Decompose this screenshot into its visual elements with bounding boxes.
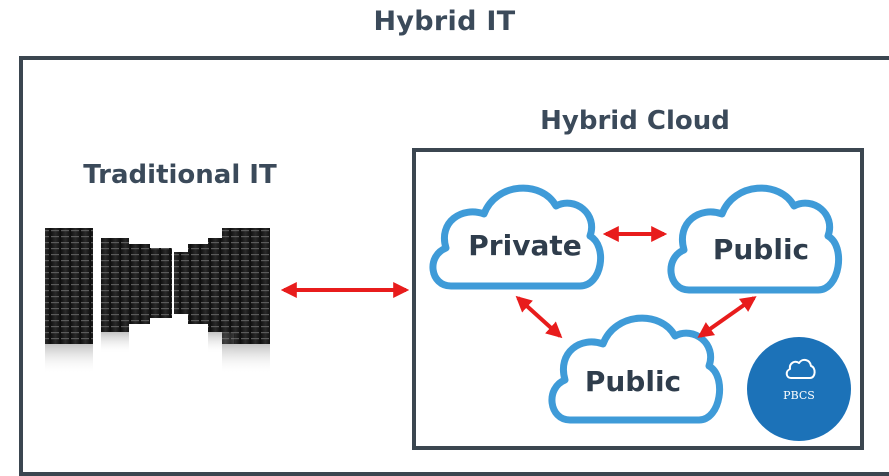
traditional-it-heading: Traditional IT xyxy=(83,160,277,190)
arrow-private-to-public-bottom xyxy=(515,295,563,339)
cloud-private-shape xyxy=(429,184,605,290)
cloud-private-label: Private xyxy=(468,229,582,262)
server-racks-icon xyxy=(45,228,270,374)
cloud-public-bottom-label: Public xyxy=(584,365,682,398)
cloud-public-top-label: Public xyxy=(712,233,810,266)
hybrid-cloud-frame xyxy=(412,148,864,450)
cloud-public-top-shape xyxy=(667,184,843,294)
hybrid-cloud-heading: Hybrid Cloud xyxy=(540,106,730,136)
page-title: Hybrid IT xyxy=(373,6,516,37)
diagram-graphics xyxy=(45,184,843,424)
arrow-public-top-to-public-bottom xyxy=(697,296,757,338)
cloud-icon xyxy=(785,358,816,379)
pbcs-badge: PBCS xyxy=(747,337,851,441)
pbcs-label: PBCS xyxy=(783,389,815,402)
cloud-public-bottom-shape xyxy=(548,314,724,424)
